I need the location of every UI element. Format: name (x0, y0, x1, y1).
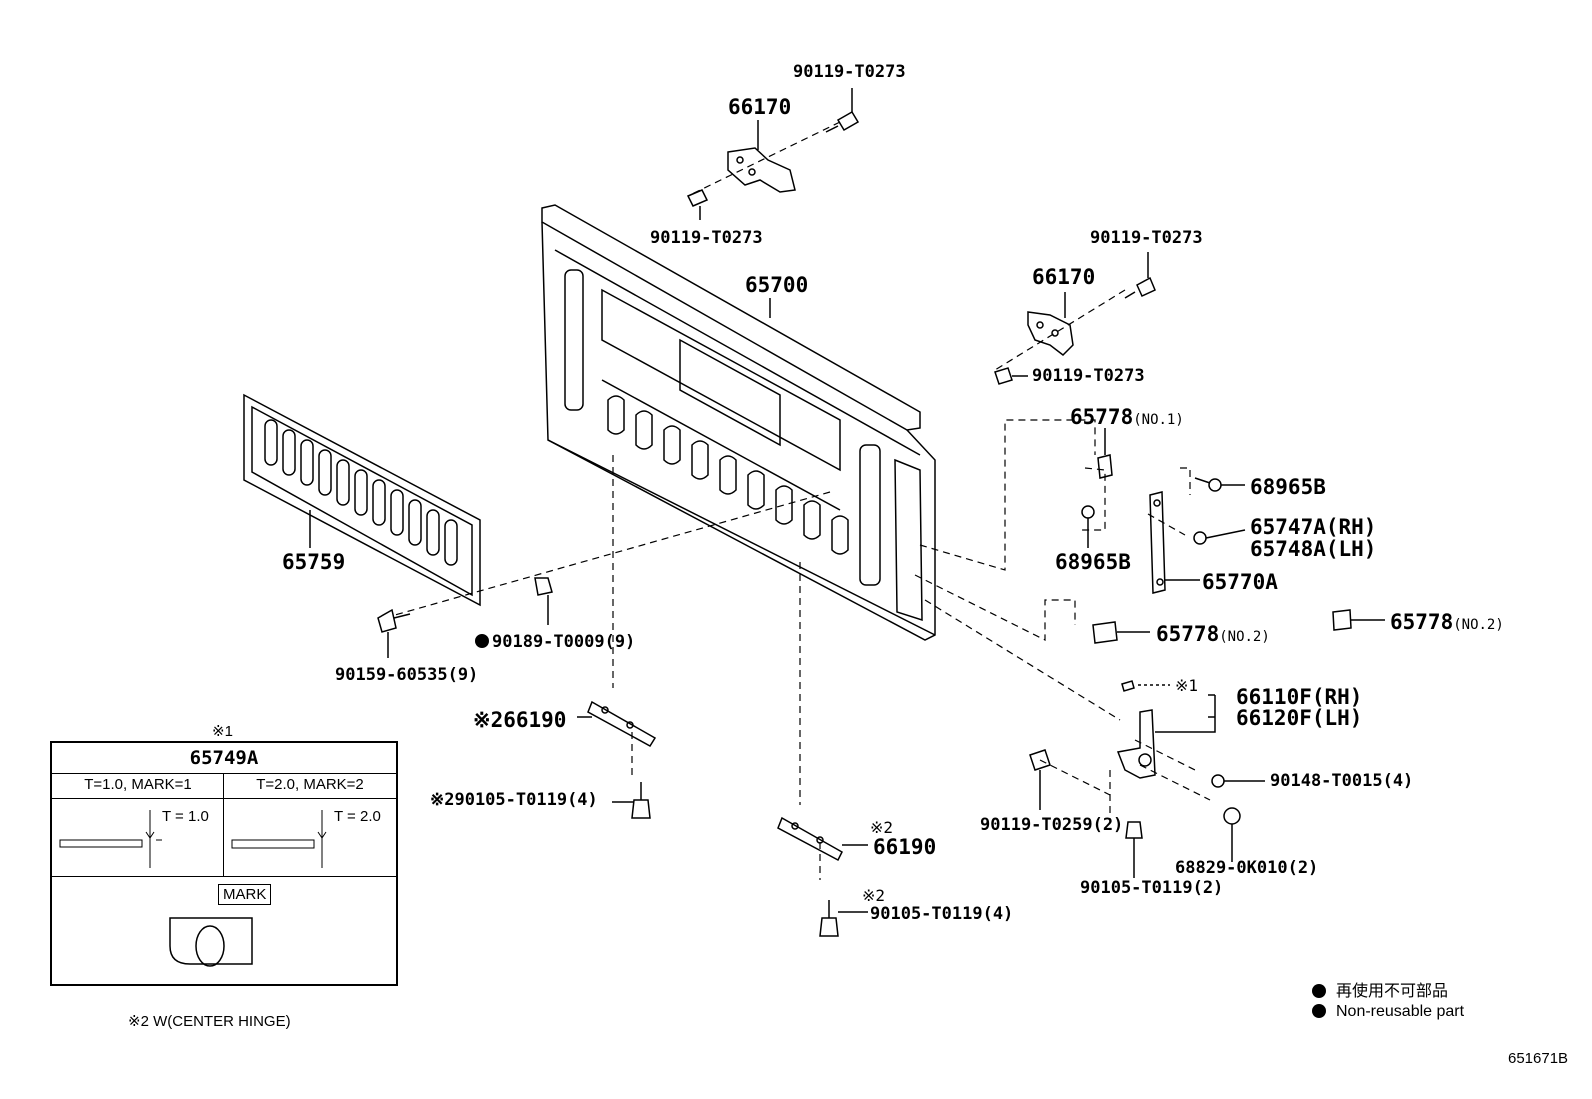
label-hinge-rh: 66110F(RH) (1236, 685, 1363, 709)
nut-68829 (1223, 807, 1241, 862)
inset-thickness-row: T = 1.0 T = 2.0 (52, 798, 396, 877)
label-nut-68829: 68829-0K010(2) (1175, 858, 1319, 878)
inset-mark-tag: MARK (218, 884, 272, 905)
bolt-90105-c (1125, 821, 1143, 878)
inset-t2: T = 2.0 (334, 808, 381, 825)
stopper-65778-no2-b (1332, 609, 1385, 631)
inset-thickness-drawing (59, 810, 327, 868)
inset-divider (223, 773, 224, 876)
label-center-hinge-b-mark: ※2 (870, 818, 894, 837)
diagram-id: 651671B (1508, 1050, 1569, 1067)
protector-65759 (243, 393, 481, 607)
label-protector-65759: 65759 (282, 550, 346, 574)
stopper-no1-tag: (NO.1) (1133, 412, 1184, 428)
label-bolt-top-a2: 90119-T0273 (650, 228, 763, 248)
stopper-65778-no2-a (1092, 621, 1150, 644)
cable-end-65747a (1193, 529, 1246, 545)
label-center-bolt-b-mark: ※2 (862, 886, 886, 905)
label-panel-65700: 65700 (745, 273, 809, 297)
label-hinge-top-b: 66170 (1032, 265, 1096, 289)
stopper-no2-b-tag: (NO.2) (1453, 617, 1504, 633)
inset-title-row: 65749A (52, 743, 396, 774)
label-note-mark1: ※1 (1175, 676, 1199, 695)
label-hinge-top-a: 66170 (728, 95, 792, 119)
inset-col2-header: T=2.0, MARK=2 (256, 776, 364, 793)
bolt-68965b-b (1081, 505, 1095, 548)
footnote-center-hinge: ※2 W(CENTER HINGE) (128, 1013, 291, 1030)
label-center-bolt-b: 90105-T0119(4) (870, 904, 1014, 924)
center-bolt-b (819, 900, 868, 937)
hinge-66170-right (1027, 292, 1074, 356)
label-stopper-no1: 65778(NO.1) (1070, 405, 1184, 432)
cable-65770a (1149, 491, 1200, 594)
non-reusable-dot-icon (475, 634, 489, 648)
bolt-68965b-a (1194, 477, 1245, 492)
bolt-top-b2 (994, 367, 1028, 385)
stopper-no1-number: 65778 (1070, 405, 1134, 429)
label-hinge-lh: 66120F(LH) (1236, 706, 1363, 730)
label-bolt-top-b: 90119-T0273 (1090, 228, 1203, 248)
label-cable-65770a: 65770A (1202, 570, 1278, 594)
label-stopper-no2-b: 65778(NO.2) (1390, 610, 1504, 637)
bolt-90119-t0259 (1029, 749, 1051, 810)
bolt-top-a (825, 88, 860, 133)
label-bolt-90119-t0259: 90119-T0259(2) (980, 815, 1124, 835)
label-stopper-no2-a: 65778(NO.2) (1156, 622, 1270, 649)
tailgate-panel-65700 (541, 204, 936, 641)
legend-en-text: Non-reusable part (1336, 1003, 1465, 1020)
center-hinge-66190-a (577, 700, 657, 747)
inset-col1-header: T=1.0, MARK=1 (84, 776, 192, 793)
screw-90159 (377, 608, 411, 658)
label-bolt-68965b-a: 68965B (1250, 475, 1326, 499)
legend-jp: 再使用不可部品 (1312, 977, 1448, 1001)
label-bolt-90148: 90148-T0015(4) (1270, 771, 1414, 791)
label-cable-lh: 65748A(LH) (1250, 537, 1377, 561)
dashed-leaders (394, 121, 1211, 880)
legend-en: Non-reusable part (1312, 1003, 1464, 1021)
center-bolt-a (612, 782, 651, 819)
inset-header-row: T=1.0, MARK=1 T=2.0, MARK=2 (52, 773, 396, 799)
label-center-hinge-b: 66190 (873, 835, 937, 859)
label-screw-90159: 90159-60535(9) (335, 665, 479, 685)
label-bolt-68965b-b: 68965B (1055, 550, 1131, 574)
shim-65749a (1121, 680, 1170, 692)
center-hinge-66190-b (777, 816, 868, 862)
hinge-66170-top (727, 120, 796, 193)
label-center-bolt-a: ※290105-T0119(4) (430, 790, 598, 810)
stopper-65778-no1 (1097, 428, 1113, 479)
label-center-hinge-a: ※266190 (473, 708, 567, 732)
bolt-top-a2 (686, 189, 709, 220)
stopper-no2-a-tag: (NO.2) (1219, 629, 1270, 645)
inset-mark-drawing (169, 917, 253, 967)
label-bolt-top-a: 90119-T0273 (793, 62, 906, 82)
clip-90189 (534, 577, 553, 625)
bolt-90148 (1211, 774, 1265, 788)
inset-t1: T = 1.0 (162, 808, 209, 825)
legend-dot-icon (1312, 984, 1326, 998)
label-bolt-top-b2: 90119-T0273 (1032, 366, 1145, 386)
stopper-no2-b-number: 65778 (1390, 610, 1454, 634)
hinge-66110f (1116, 694, 1216, 779)
legend-dot-icon (1312, 1004, 1326, 1018)
stopper-no2-a-number: 65778 (1156, 622, 1220, 646)
inset-note-mark: ※1 (212, 723, 233, 740)
bolt-top-b (1124, 252, 1156, 299)
label-clip-90189: 90189-T0009(9) (492, 632, 636, 652)
shim-inset-table: 65749A T=1.0, MARK=1 T=2.0, MARK=2 T = 1… (50, 741, 398, 986)
label-cable-rh: 65747A(RH) (1250, 515, 1377, 539)
legend-jp-text: 再使用不可部品 (1336, 983, 1449, 1000)
inset-title: 65749A (189, 747, 259, 769)
label-bolt-90105-c: 90105-T0119(2) (1080, 878, 1224, 898)
